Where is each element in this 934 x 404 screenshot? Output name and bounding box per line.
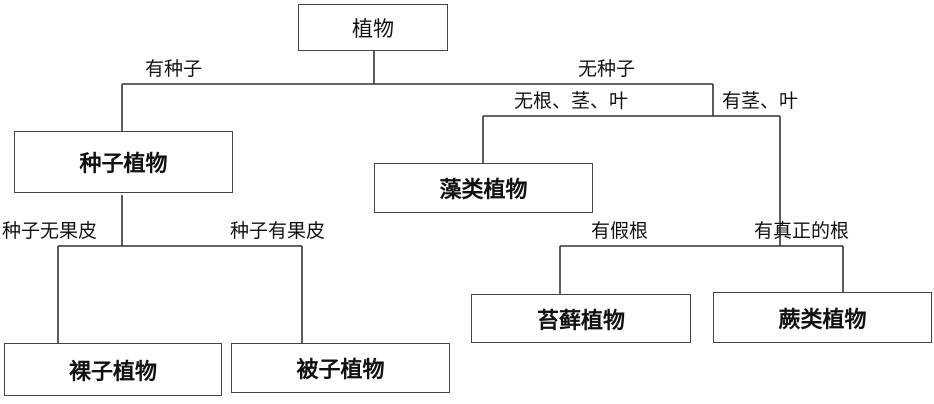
node-label: 种子植物 xyxy=(79,152,168,177)
node-angiosperms: 被子植物 xyxy=(231,343,450,393)
edge-label-has-true-root: 有真正的根 xyxy=(754,220,850,242)
node-label: 裸子植物 xyxy=(68,359,157,385)
node-label: 蕨类植物 xyxy=(778,307,867,333)
node-seed-plants: 种子植物 xyxy=(14,131,233,193)
node-ferns: 蕨类植物 xyxy=(713,292,932,343)
node-label: 被子植物 xyxy=(296,358,385,383)
edge-label-seed-has-pericarp: 种子有果皮 xyxy=(230,220,326,242)
node-bryophytes: 苔藓植物 xyxy=(471,294,691,343)
node-gymnosperms: 裸子植物 xyxy=(4,343,222,396)
edge-label-has-false-root: 有假根 xyxy=(591,220,649,242)
node-root: 植物 xyxy=(298,4,448,51)
edge-label-has-seed: 有种子 xyxy=(145,58,203,80)
node-label: 植物 xyxy=(352,16,394,41)
edge-label-no-root-stem-leaf: 无根、茎、叶 xyxy=(514,90,629,112)
node-label: 苔藓植物 xyxy=(536,308,625,334)
edge-label-no-seed: 无种子 xyxy=(578,58,636,80)
node-label: 藻类植物 xyxy=(439,178,528,203)
edge-label-seed-no-pericarp: 种子无果皮 xyxy=(2,220,98,242)
edge-label-has-stem-leaf: 有茎、叶 xyxy=(722,90,799,112)
node-algae: 藻类植物 xyxy=(374,163,593,213)
